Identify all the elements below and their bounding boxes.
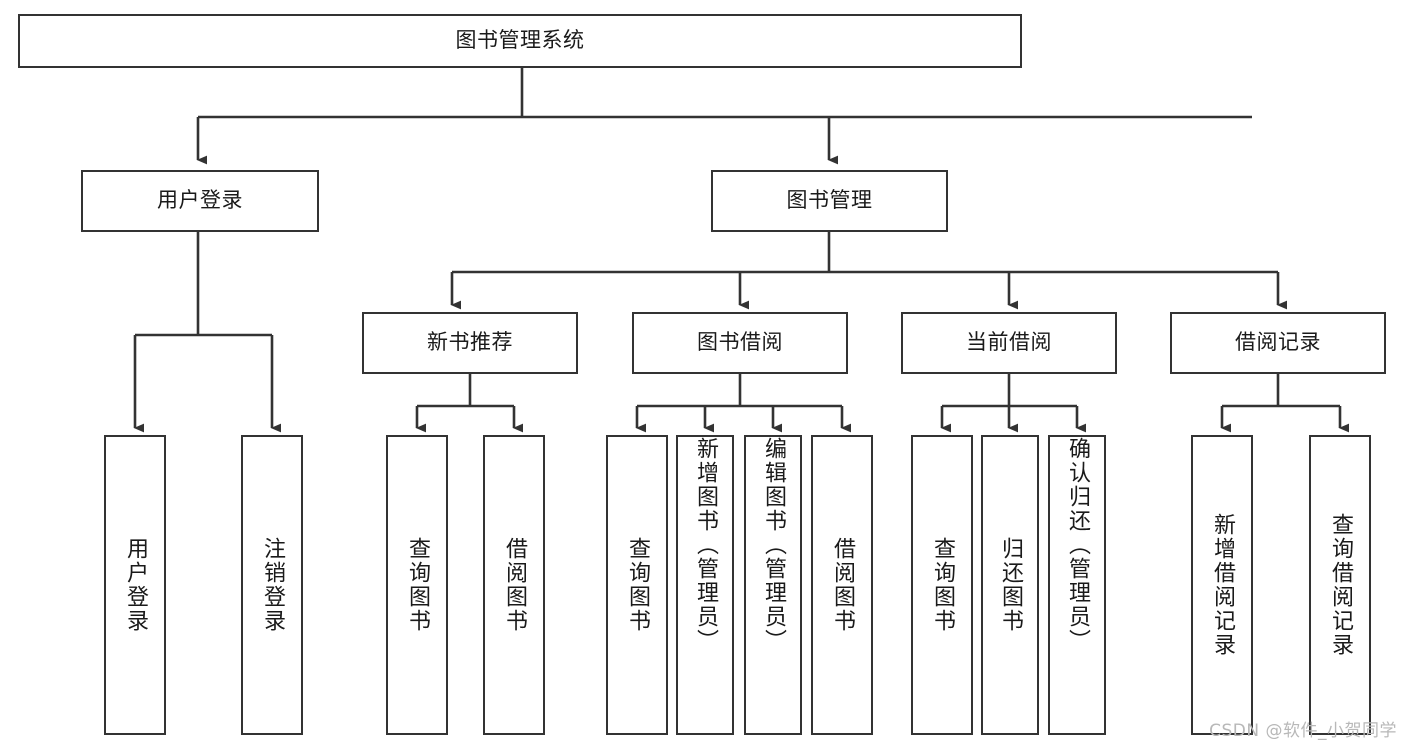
node-user-login-label: 用户登录 bbox=[157, 188, 243, 213]
node-leaf-user-login[interactable]: 用户登录 bbox=[104, 435, 166, 735]
node-leaf-borrow-book-1[interactable]: 借阅图书 bbox=[483, 435, 545, 735]
node-leaf-add-record-label: 新增借阅记录 bbox=[1210, 513, 1235, 657]
node-leaf-confirm-return-label: 确认归还（管理员） bbox=[1065, 437, 1090, 653]
node-book-manage[interactable]: 图书管理 bbox=[711, 170, 948, 232]
node-leaf-return-book[interactable]: 归还图书 bbox=[981, 435, 1039, 735]
node-root-label: 图书管理系统 bbox=[455, 28, 585, 53]
node-book-borrow[interactable]: 图书借阅 bbox=[632, 312, 848, 374]
node-leaf-query-book-2[interactable]: 查询图书 bbox=[606, 435, 668, 735]
node-leaf-confirm-return[interactable]: 确认归还（管理员） bbox=[1048, 435, 1106, 735]
node-leaf-query-record[interactable]: 查询借阅记录 bbox=[1309, 435, 1371, 735]
node-leaf-query-book-1[interactable]: 查询图书 bbox=[386, 435, 448, 735]
node-new-book-rec-label: 新书推荐 bbox=[427, 330, 513, 355]
node-leaf-add-book[interactable]: 新增图书（管理员） bbox=[676, 435, 734, 735]
node-leaf-add-book-label: 新增图书（管理员） bbox=[693, 437, 718, 653]
node-leaf-query-book-3[interactable]: 查询图书 bbox=[911, 435, 973, 735]
node-root[interactable]: 图书管理系统 bbox=[18, 14, 1022, 68]
watermark-text: CSDN @软件_小贺同学 bbox=[1209, 721, 1397, 741]
node-leaf-user-logout[interactable]: 注销登录 bbox=[241, 435, 303, 735]
node-borrow-record-label: 借阅记录 bbox=[1235, 330, 1321, 355]
node-current-borrow[interactable]: 当前借阅 bbox=[901, 312, 1117, 374]
node-leaf-return-book-label: 归还图书 bbox=[998, 537, 1023, 633]
node-leaf-add-record[interactable]: 新增借阅记录 bbox=[1191, 435, 1253, 735]
node-user-login[interactable]: 用户登录 bbox=[81, 170, 319, 232]
node-leaf-borrow-book-2-label: 借阅图书 bbox=[830, 537, 855, 633]
node-leaf-borrow-book-2[interactable]: 借阅图书 bbox=[811, 435, 873, 735]
node-leaf-borrow-book-1-label: 借阅图书 bbox=[502, 537, 527, 633]
node-book-manage-label: 图书管理 bbox=[786, 188, 873, 213]
node-current-borrow-label: 当前借阅 bbox=[966, 330, 1052, 355]
node-leaf-query-book-1-label: 查询图书 bbox=[405, 537, 430, 633]
node-book-borrow-label: 图书借阅 bbox=[697, 330, 783, 355]
node-leaf-query-book-2-label: 查询图书 bbox=[625, 537, 650, 633]
node-leaf-user-login-label: 用户登录 bbox=[123, 537, 148, 633]
node-leaf-edit-book-label: 编辑图书（管理员） bbox=[761, 437, 786, 653]
node-borrow-record[interactable]: 借阅记录 bbox=[1170, 312, 1386, 374]
node-leaf-query-record-label: 查询借阅记录 bbox=[1328, 513, 1353, 657]
node-leaf-query-book-3-label: 查询图书 bbox=[930, 537, 955, 633]
node-new-book-rec[interactable]: 新书推荐 bbox=[362, 312, 578, 374]
node-leaf-user-logout-label: 注销登录 bbox=[260, 537, 285, 633]
node-leaf-edit-book[interactable]: 编辑图书（管理员） bbox=[744, 435, 802, 735]
